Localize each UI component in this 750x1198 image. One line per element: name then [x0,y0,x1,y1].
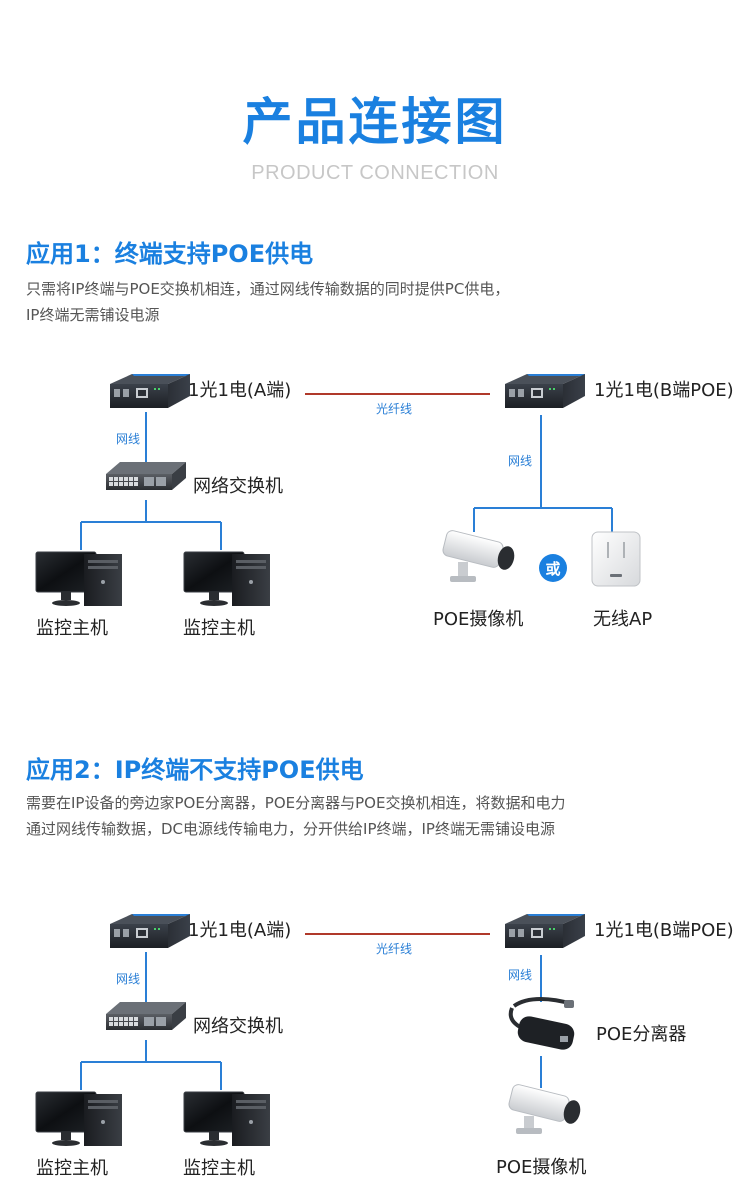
section-2-desc-line-2: 通过网线传输数据，DC电源线传输电力，分开供给IP终端，IP终端无需铺设电源 [26,820,555,838]
poe-camera-icon [508,1084,581,1134]
poe-camera-icon [442,530,515,582]
monitoring-host-2-icon [183,551,270,606]
or-badge-label: 或 [545,560,560,578]
media-converter-b-icon [505,914,585,948]
host-1-label: 监控主机 [36,618,108,639]
cable-label-right: 网线 [508,968,533,982]
switch-label: 网络交换机 [193,1016,283,1037]
camera-label: POE摄像机 [496,1157,587,1178]
network-switch-icon [106,462,186,490]
converter-a-label: 1光1电(A端) [188,920,292,941]
or-badge [539,554,567,582]
media-converter-b-icon [505,374,585,408]
converter-b-label: 1光1电(B端POE) [594,380,734,401]
section-1-desc-line-2: IP终端无需铺设电源 [26,306,160,324]
monitoring-host-2-icon [183,1091,270,1146]
cable-lines-left [80,952,222,1090]
section-2-desc-line-1: 需要在IP设备的旁边家POE分离器，POE分离器与POE交换机相连，将数据和电力 [26,794,566,812]
cable-label-left: 网线 [116,972,141,986]
cable-lines-left [80,412,222,550]
poe-splitter-icon [508,997,575,1050]
host-2-label: 监控主机 [183,1158,255,1179]
host-1-label: 监控主机 [36,1158,108,1179]
switch-label: 网络交换机 [193,476,283,497]
section-1-desc-line-1: 只需将IP终端与POE交换机相连，通过网线传输数据的同时提供PC供电， [26,280,510,298]
host-2-label: 监控主机 [183,618,255,639]
media-converter-a-icon [110,374,190,408]
monitoring-host-1-icon [35,1091,122,1146]
section-2-title: 应用2：IP终端不支持POE供电 [26,756,364,784]
converter-a-label: 1光1电(A端) [188,380,292,401]
cable-lines-right [473,415,613,532]
section-1-title: 应用1：终端支持POE供电 [26,240,314,268]
splitter-label: POE分离器 [596,1024,687,1045]
cable-label-right: 网线 [508,454,533,468]
fiber-label: 光纤线 [376,942,413,956]
monitoring-host-1-icon [35,551,122,606]
page-title: 产品连接图 [242,93,508,151]
ap-label: 无线AP [593,609,653,630]
converter-b-label: 1光1电(B端POE) [594,920,734,941]
section-1-diagram: 或 1光1电(A端) 1光1电(B端POE) 光纤线 网线 网线 网络交换机 监… [0,360,750,660]
section-2-diagram: 1光1电(A端) 1光1电(B端POE) 光纤线 网线 网线 网络交换机 POE… [0,900,750,1198]
media-converter-a-icon [110,914,190,948]
camera-label: POE摄像机 [433,609,524,630]
fiber-label: 光纤线 [376,402,413,416]
page-subtitle: PRODUCT CONNECTION [251,162,499,184]
cable-label-left: 网线 [116,432,141,446]
wireless-ap-icon [591,531,641,587]
network-switch-icon [106,1002,186,1030]
